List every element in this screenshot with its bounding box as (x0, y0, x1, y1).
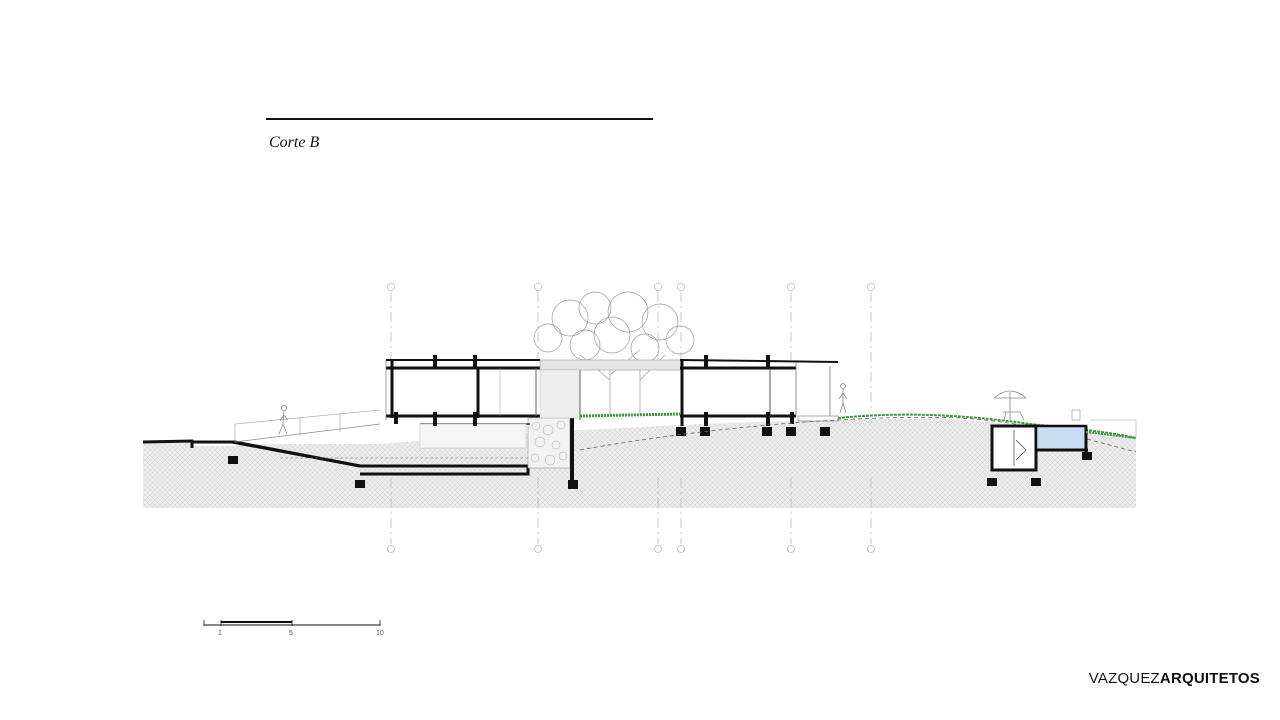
footings-left (228, 456, 578, 489)
scale-bar (203, 620, 381, 626)
brand-bold: ARQUITETOS (1159, 670, 1260, 687)
grid-axis-markers (387, 283, 875, 553)
ground-mass (143, 418, 1136, 508)
brand-light: VAZQUEZ (1088, 670, 1160, 687)
title-rule (266, 118, 653, 120)
person-icon (278, 383, 848, 435)
footings-pool (987, 452, 1092, 486)
stone-wall (527, 417, 571, 469)
pool-house (990, 424, 1088, 472)
terrain-line (837, 413, 1137, 439)
brand-logo: VAZQUEZARQUITETOS (1089, 670, 1260, 687)
scale-label-1: 1 (218, 630, 222, 637)
house-left-volume (385, 359, 540, 420)
scale-label-10: 10 (376, 630, 384, 637)
scale-label-5: 5 (289, 630, 293, 637)
section-title: Corte B (269, 134, 320, 151)
courtyard-grass (579, 412, 681, 418)
umbrella-icon (992, 390, 1028, 421)
entrance-ramp (142, 409, 530, 476)
